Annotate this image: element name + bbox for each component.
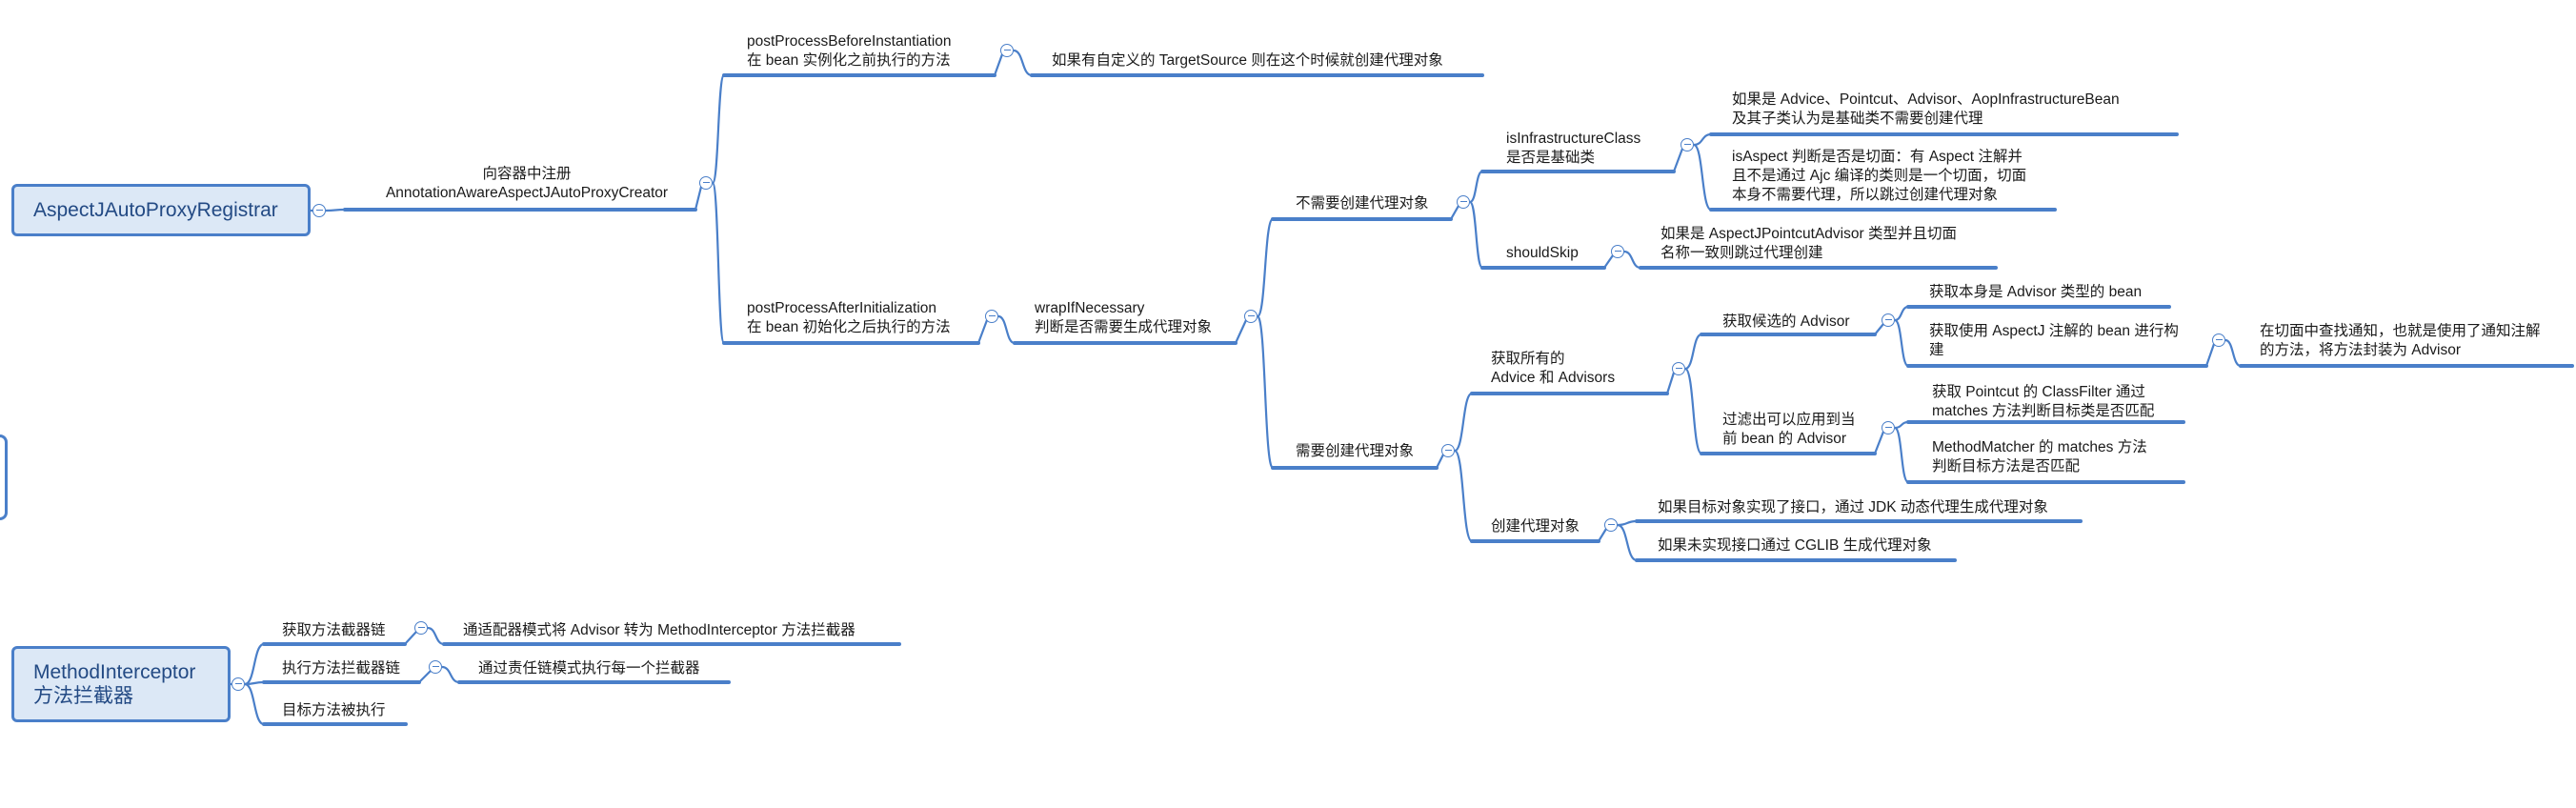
connector-infra-note [1693, 132, 1712, 147]
node-get-chain[interactable]: 获取方法截器链 [282, 622, 386, 638]
connector-class-filter [1894, 420, 1909, 430]
connector-chain-note [441, 665, 460, 684]
stub-filter-advisors [1873, 431, 1885, 454]
before-instantiation-collapse-icon[interactable] [1000, 44, 1014, 57]
connector-is-aspect [1693, 143, 1712, 212]
stub-before-instantiation [993, 53, 1004, 76]
stub-create-proxy [1598, 528, 1607, 542]
connector-advisor-beans [1894, 305, 1909, 322]
connector-jdk-proxy [1617, 519, 1638, 527]
node-jdk-proxy[interactable]: 如果目标对象实现了接口，通过 JDK 动态代理生成代理对象 [1658, 499, 2048, 515]
connector-register [325, 208, 346, 212]
no-proxy-collapse-icon[interactable] [1457, 195, 1470, 209]
node-adapter-note[interactable]: 通适配器模式将 Advisor 转为 MethodInterceptor 方法拦… [463, 622, 855, 638]
aspectj-beans-collapse-icon[interactable] [2212, 333, 2225, 347]
node-chain-note[interactable]: 通过责任链模式执行每一个拦截器 [478, 660, 700, 677]
node-skip-note[interactable]: 如果是 AspectJPointcutAdvisor 类型并且切面 名称一致则跳… [1660, 226, 1957, 261]
node-wrap-if-necessary[interactable]: wrapIfNecessary 判断是否需要生成代理对象 [1035, 300, 1213, 335]
registrar-collapse-icon[interactable] [312, 204, 326, 217]
get-chain-collapse-icon[interactable] [414, 621, 428, 635]
connector-wrap-if-necessary [997, 314, 1016, 345]
connector-filter-advisors [1683, 367, 1703, 455]
candidate-advisors-collapse-icon[interactable] [1882, 313, 1895, 327]
connector-should-skip [1468, 200, 1484, 270]
connector-target-source [1013, 49, 1033, 77]
connector-aspectj-beans [1893, 318, 1910, 368]
connector-candidate-advisors [1684, 333, 1702, 371]
stub-register [694, 186, 703, 211]
after-initialization-collapse-icon[interactable] [985, 310, 998, 323]
node-advisor-beans[interactable]: 获取本身是 Advisor 类型的 bean [1929, 284, 2143, 300]
connector-no-proxy [1256, 217, 1275, 318]
connector-target-invoked [244, 682, 265, 726]
stub-aspectj-beans [2204, 343, 2216, 367]
connector-is-infrastructure [1469, 170, 1483, 204]
connector-after-initialization [711, 181, 726, 345]
stub-need-proxy [1436, 454, 1444, 469]
stub-get-advisors [1665, 372, 1676, 394]
node-no-proxy[interactable]: 不需要创建代理对象 [1296, 195, 1429, 212]
need-proxy-collapse-icon[interactable] [1441, 444, 1455, 457]
node-target-source[interactable]: 如果有自定义的 TargetSource 则在这个时候就创建代理对象 [1052, 52, 1443, 69]
node-register[interactable]: 向容器中注册 AnnotationAwareAspectJAutoProxyCr… [385, 166, 669, 201]
partial-root-node[interactable] [0, 434, 8, 520]
stub-wrap-if-necessary [1235, 319, 1247, 344]
stub-candidate-advisors [1874, 323, 1884, 335]
stub-exec-chain [418, 670, 432, 683]
connector-skip-note [1623, 250, 1641, 270]
register-collapse-icon[interactable] [699, 176, 713, 190]
stub-is-infrastructure [1672, 148, 1684, 172]
node-method-matcher[interactable]: MethodMatcher 的 matches 方法 判断目标方法是否匹配 [1932, 439, 2147, 475]
node-infra-note[interactable]: 如果是 Advice、Pointcut、Advisor、AopInfrastru… [1732, 91, 2120, 127]
node-target-invoked[interactable]: 目标方法被执行 [282, 702, 386, 718]
node-should-skip[interactable]: shouldSkip [1506, 245, 1579, 261]
connector-method-matcher [1893, 426, 1910, 484]
node-before-instantiation[interactable]: postProcessBeforeInstantiation 在 bean 实例… [747, 33, 952, 69]
stub-after-initialization [976, 319, 989, 344]
node-exec-chain[interactable]: 执行方法拦截器链 [282, 660, 401, 677]
root-method-interceptor[interactable]: MethodInterceptor 方法拦截器 [11, 646, 231, 722]
exec-chain-collapse-icon[interactable] [429, 660, 442, 674]
node-class-filter[interactable]: 获取 Pointcut 的 ClassFilter 通过 matches 方法判… [1932, 384, 2155, 419]
connector-get-advisors [1454, 392, 1473, 453]
connector-adapter-note [427, 626, 445, 646]
node-get-advisors[interactable]: 获取所有的 Advice 和 Advisors [1491, 351, 1616, 386]
create-proxy-collapse-icon[interactable] [1604, 518, 1618, 532]
filter-advisors-collapse-icon[interactable] [1882, 421, 1895, 434]
connector-need-proxy [1256, 314, 1275, 470]
node-candidate-advisors[interactable]: 获取候选的 Advisor [1722, 313, 1850, 330]
node-aspectj-beans[interactable]: 获取使用 AspectJ 注解的 bean 进行构 建 [1929, 323, 2179, 358]
connector-create-proxy [1453, 449, 1474, 543]
node-aspectj-note[interactable]: 在切面中查找通知，也就是使用了通知注解 的方法，将方法封装为 Advisor [2260, 323, 2541, 358]
get-advisors-collapse-icon[interactable] [1672, 362, 1685, 375]
is-infrastructure-collapse-icon[interactable] [1680, 138, 1694, 152]
node-need-proxy[interactable]: 需要创建代理对象 [1296, 443, 1415, 459]
node-filter-advisors[interactable]: 过滤出可以应用到当 前 bean 的 Advisor [1722, 412, 1856, 447]
node-is-infrastructure[interactable]: isInfrastructureClass 是否是基础类 [1506, 131, 1641, 166]
node-cglib-proxy[interactable]: 如果未实现接口通过 CGLIB 生成代理对象 [1658, 537, 1932, 554]
root-aspectj-auto-proxy-registrar[interactable]: AspectJAutoProxyRegistrar [11, 184, 311, 236]
stub-should-skip [1603, 254, 1614, 269]
node-after-initialization[interactable]: postProcessAfterInitialization 在 bean 初始… [747, 300, 951, 335]
stub-no-proxy [1450, 205, 1459, 220]
connector-cglib-proxy [1617, 523, 1638, 562]
connector-get-chain [244, 642, 265, 686]
node-create-proxy[interactable]: 创建代理对象 [1491, 518, 1580, 535]
wrap-if-necessary-collapse-icon[interactable] [1244, 310, 1258, 323]
should-skip-collapse-icon[interactable] [1611, 245, 1624, 258]
connector-aspectj-note [2224, 338, 2242, 368]
connector-before-instantiation [711, 73, 726, 185]
node-is-aspect[interactable]: isAspect 判断是否是切面：有 Aspect 注解并 且不是通过 Ajc … [1732, 149, 2027, 203]
stub-get-chain [404, 631, 417, 645]
interceptor-collapse-icon[interactable] [231, 677, 245, 691]
